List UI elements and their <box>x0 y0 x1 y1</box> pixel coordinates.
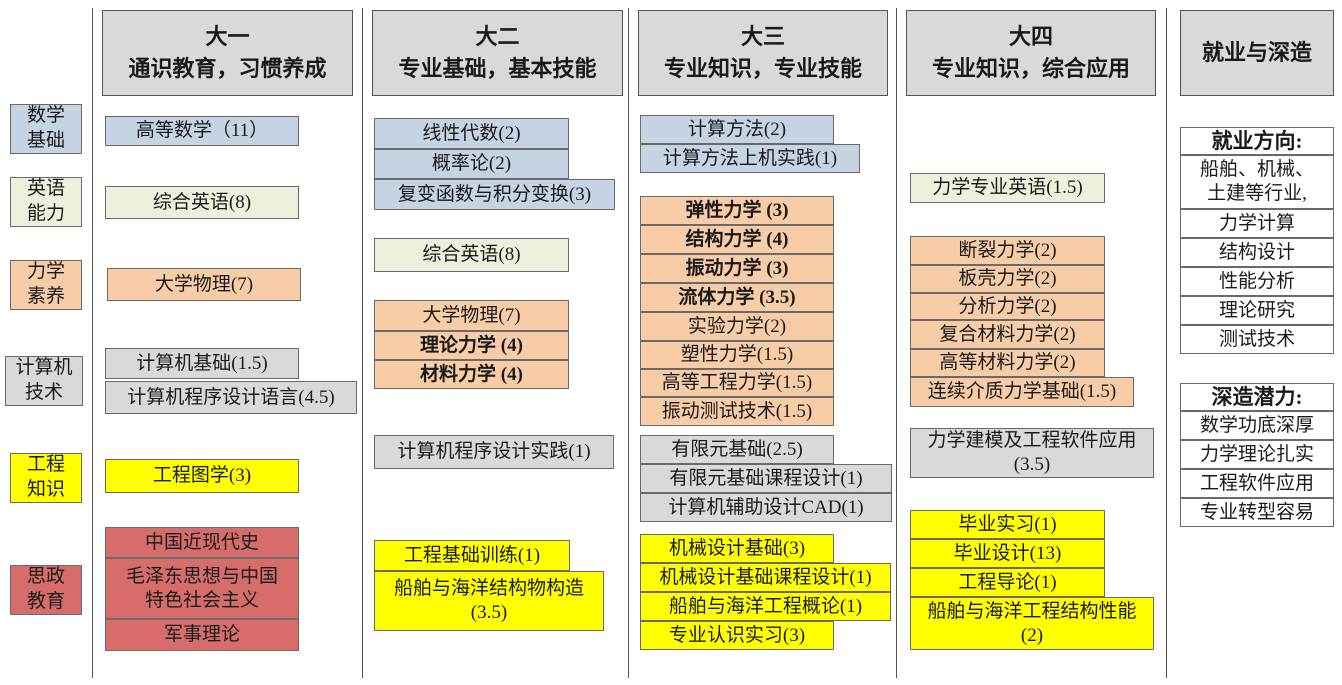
course-box: 力学专业英语(1.5) <box>910 173 1105 203</box>
course-box: 船舶与海洋结构物构造 (3.5) <box>374 571 604 631</box>
header-title: 就业与深造 <box>1201 40 1312 66</box>
course-box: 工程图学(3) <box>105 459 299 493</box>
course-box: 振动力学 (3) <box>640 254 834 283</box>
column-divider <box>362 8 363 678</box>
course-box: 高等工程力学(1.5) <box>640 369 834 397</box>
course-box: 塑性力学(1.5) <box>640 341 834 369</box>
course-box: 机械设计基础(3) <box>640 534 834 563</box>
course-box: 毕业实习(1) <box>910 510 1105 539</box>
further-study-item: 工程软件应用 <box>1180 469 1334 498</box>
course-box: 毛泽东思想与中国 特色社会主义 <box>105 558 299 619</box>
employment-item: 结构设计 <box>1180 238 1334 267</box>
course-box: 船舶与海洋工程结构性能 (2) <box>910 597 1154 650</box>
course-box: 连续介质力学基础(1.5) <box>910 377 1134 407</box>
course-box: 高等数学（11） <box>105 116 299 146</box>
column-divider <box>1166 8 1167 678</box>
category-engineering: 工程 知识 <box>10 453 82 503</box>
course-box: 有限元基础课程设计(1) <box>640 464 892 493</box>
course-box: 复合材料力学(2) <box>910 320 1105 349</box>
course-box: 线性代数(2) <box>374 118 569 149</box>
course-box: 机械设计基础课程设计(1) <box>640 563 891 592</box>
employment-item: 测试技术 <box>1180 325 1334 354</box>
course-box: 大学物理(7) <box>107 268 301 301</box>
header-title: 大三 <box>740 24 785 50</box>
course-box: 综合英语(8) <box>374 238 569 272</box>
course-box: 中国近现代史 <box>105 527 299 558</box>
header-subtitle: 通识教育，习惯养成 <box>128 56 327 81</box>
employment-item: 理论研究 <box>1180 296 1334 325</box>
category-politics: 思政 教育 <box>10 565 82 615</box>
header-title: 大二 <box>475 24 520 50</box>
header-career: 就业与深造 <box>1180 10 1334 96</box>
header-title: 大四 <box>1008 24 1053 50</box>
further-study-title: 深造潜力: <box>1180 383 1334 411</box>
employment-item: 船舶、机械、 土建等行业, <box>1180 155 1334 209</box>
header-title: 大一 <box>205 24 250 50</box>
column-divider <box>896 8 897 678</box>
course-box: 计算机程序设计语言(4.5) <box>105 381 357 414</box>
course-box: 理论力学 (4) <box>374 331 569 360</box>
header-subtitle: 专业基础，基本技能 <box>398 56 597 81</box>
course-box: 流体力学 (3.5) <box>640 283 834 312</box>
header-subtitle: 专业知识，专业技能 <box>663 56 862 81</box>
course-box: 计算方法(2) <box>640 115 834 144</box>
header-year-2: 大二专业基础，基本技能 <box>372 10 623 96</box>
course-box: 断裂力学(2) <box>910 236 1105 265</box>
further-study-item: 数学功底深厚 <box>1180 411 1334 440</box>
course-box: 概率论(2) <box>374 149 569 179</box>
course-box: 分析力学(2) <box>910 293 1105 320</box>
course-box: 计算方法上机实践(1) <box>640 144 860 173</box>
course-box: 工程基础训练(1) <box>374 540 570 571</box>
header-year-4: 大四专业知识，综合应用 <box>906 10 1156 96</box>
header-year-3: 大三专业知识，专业技能 <box>638 10 888 96</box>
header-year-1: 大一通识教育，习惯养成 <box>102 10 353 96</box>
course-box: 材料力学 (4) <box>374 360 569 389</box>
further-study-item: 专业转型容易 <box>1180 498 1334 527</box>
course-box: 板壳力学(2) <box>910 265 1105 293</box>
header-subtitle: 专业知识，综合应用 <box>931 56 1130 81</box>
course-box: 复变函数与积分变换(3) <box>374 179 615 210</box>
course-box: 结构力学 (4) <box>640 225 834 254</box>
course-box: 军事理论 <box>105 619 299 651</box>
course-box: 高等材料力学(2) <box>910 349 1105 377</box>
course-box: 振动测试技术(1.5) <box>640 397 834 426</box>
category-math: 数学 基础 <box>10 104 82 154</box>
employment-title: 就业方向: <box>1180 127 1334 155</box>
course-box: 综合英语(8) <box>105 186 299 219</box>
further-study-item: 力学理论扎实 <box>1180 440 1334 469</box>
course-box: 力学建模及工程软件应用 (3.5) <box>910 428 1154 478</box>
course-box: 计算机基础(1.5) <box>105 348 299 379</box>
course-box: 毕业设计(13) <box>910 539 1105 568</box>
category-english: 英语 能力 <box>10 177 82 227</box>
employment-item: 性能分析 <box>1180 267 1334 296</box>
course-box: 实验力学(2) <box>640 312 834 341</box>
course-box: 大学物理(7) <box>374 300 569 331</box>
course-box: 专业认识实习(3) <box>640 621 834 650</box>
course-box: 弹性力学 (3) <box>640 196 834 225</box>
course-box: 船舶与海洋工程概论(1) <box>640 592 891 621</box>
column-divider <box>92 8 93 678</box>
course-box: 工程导论(1) <box>910 568 1105 597</box>
column-divider <box>628 8 629 678</box>
course-box: 有限元基础(2.5) <box>640 435 834 464</box>
category-mechanics: 力学 素养 <box>10 260 82 310</box>
category-computer: 计算机 技术 <box>5 356 83 406</box>
course-box: 计算机程序设计实践(1) <box>374 435 614 469</box>
course-box: 计算机辅助设计CAD(1) <box>640 493 892 522</box>
employment-item: 力学计算 <box>1180 209 1334 238</box>
